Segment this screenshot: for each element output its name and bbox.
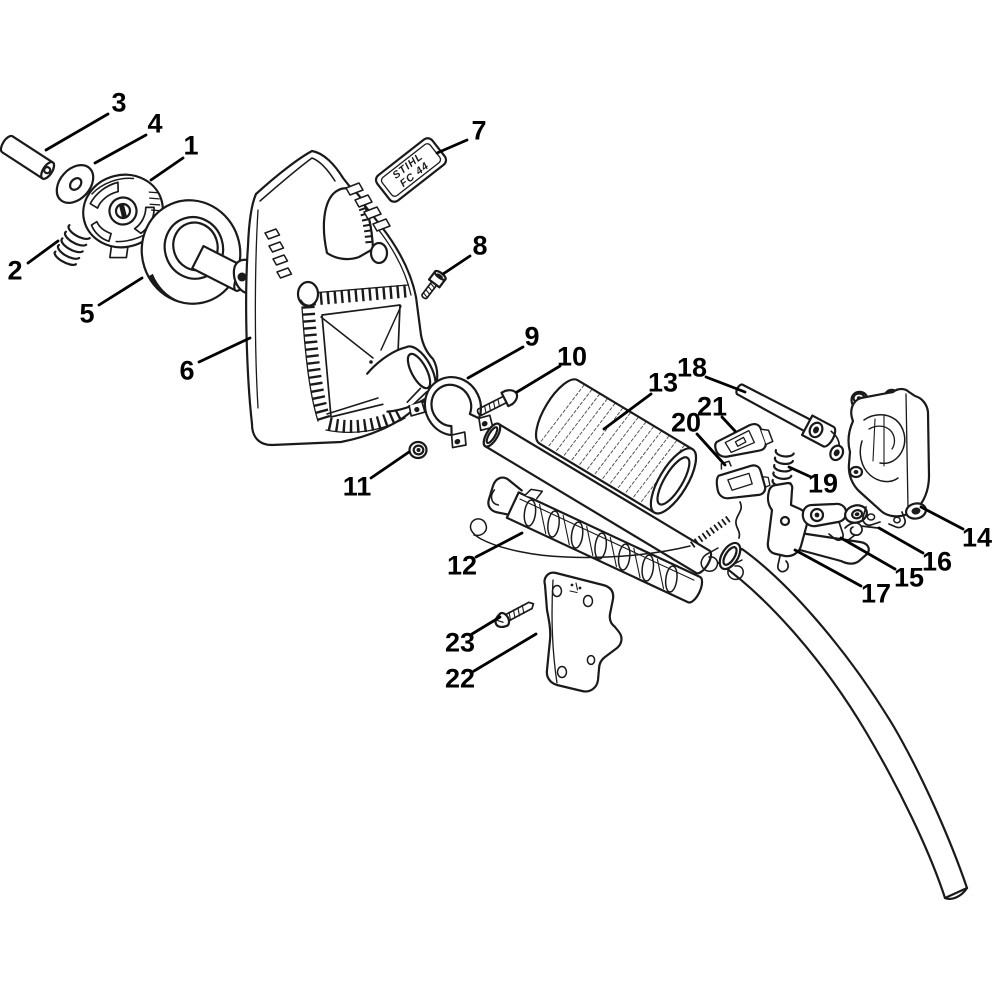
leader-lines — [26, 112, 965, 673]
leader-2 — [26, 239, 60, 265]
leader-11 — [369, 450, 411, 480]
part-washer — [55, 164, 95, 204]
leader-5 — [97, 276, 144, 307]
part-socket-screw — [421, 269, 447, 300]
part-clutch-assembly — [82, 173, 164, 259]
part-liner-channel — [487, 476, 704, 604]
part-bracket-screw — [494, 601, 535, 629]
part-pin — [0, 134, 56, 180]
part-throttle-lever — [801, 502, 848, 542]
leader-1 — [149, 156, 185, 182]
leader-3 — [44, 112, 110, 152]
leader-23 — [470, 615, 502, 636]
leader-13 — [602, 392, 653, 431]
part-throttle-cable — [469, 501, 744, 581]
leader-7 — [435, 138, 469, 155]
leader-21 — [720, 415, 737, 433]
leader-16 — [877, 526, 925, 555]
part-handle-grip — [534, 378, 698, 515]
part-spring-wire — [844, 504, 879, 542]
leader-17 — [793, 548, 863, 588]
leader-19 — [787, 465, 813, 479]
leader-9 — [466, 345, 525, 380]
part-link-rod — [735, 383, 845, 462]
leader-6 — [197, 336, 252, 364]
leader-18 — [704, 375, 747, 394]
leader-20 — [695, 432, 727, 467]
part-compression-spring — [771, 449, 795, 488]
leader-4 — [93, 133, 148, 165]
leader-22 — [472, 632, 538, 673]
part-switch — [715, 460, 771, 500]
part-throttle-trigger — [766, 481, 870, 573]
part-handle-housing — [847, 387, 931, 529]
part-clamp-screw — [476, 389, 519, 417]
part-switch-slide — [714, 423, 774, 458]
leader-8 — [441, 254, 472, 276]
leader-14 — [919, 505, 965, 531]
part-curved-shaft-tube — [717, 541, 969, 900]
part-cover-bracket — [543, 571, 623, 693]
leader-10 — [515, 364, 562, 394]
leader-15 — [839, 536, 897, 571]
model-tag: STIHL FC 44 — [374, 137, 448, 203]
part-nut — [408, 440, 428, 460]
part-clutch-spring — [53, 224, 91, 266]
part-clamp — [423, 376, 494, 449]
leader-12 — [474, 531, 524, 559]
